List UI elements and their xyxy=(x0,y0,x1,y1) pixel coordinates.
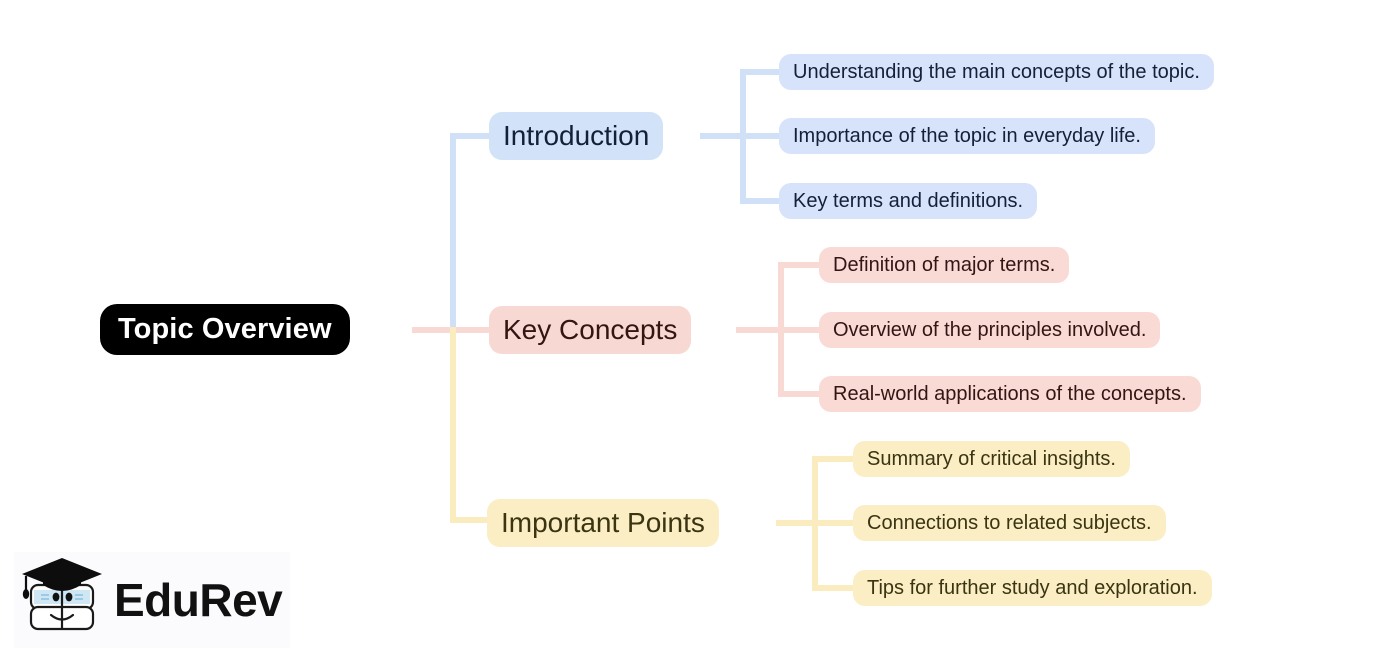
leaf-node-label: Key terms and definitions. xyxy=(793,189,1024,212)
connector-pink-spine xyxy=(778,262,784,391)
edurev-wordmark: EduRev xyxy=(114,574,283,626)
leaf-node-introduction-3[interactable]: Key terms and definitions. xyxy=(779,183,1038,219)
leaf-node-key-concepts-1[interactable]: Definition of major terms. xyxy=(819,247,1070,283)
leaf-node-important-points-1[interactable]: Summary of critical insights. xyxy=(853,441,1130,477)
connector-yellow-leaf-1 xyxy=(812,456,856,462)
branch-node-introduction[interactable]: Introduction xyxy=(489,112,664,160)
leaf-node-label: Overview of the principles involved. xyxy=(833,318,1147,341)
connector-trunk-blue-vertical xyxy=(450,133,456,330)
branch-node-label: Important Points xyxy=(501,507,705,538)
branch-node-important-points[interactable]: Important Points xyxy=(487,499,719,547)
connector-blue-stem xyxy=(700,133,744,139)
leaf-node-key-concepts-3[interactable]: Real-world applications of the concepts. xyxy=(819,376,1201,412)
connector-yellow-leaf-2 xyxy=(812,520,856,526)
leaf-node-important-points-2[interactable]: Connections to related subjects. xyxy=(853,505,1166,541)
connector-pink-stem xyxy=(736,327,782,333)
edurev-book-mascot-icon xyxy=(22,558,102,631)
connector-root-stub xyxy=(412,327,456,333)
branch-node-key-concepts[interactable]: Key Concepts xyxy=(489,306,692,354)
connector-pink-leaf-1 xyxy=(778,262,822,268)
connector-yellow-leaf-3 xyxy=(812,585,856,591)
connector-trunk-yellow-horizontal xyxy=(450,517,494,523)
leaf-node-label: Summary of critical insights. xyxy=(867,447,1116,470)
leaf-node-label: Tips for further study and exploration. xyxy=(867,576,1198,599)
leaf-node-label: Connections to related subjects. xyxy=(867,511,1152,534)
connector-trunk-pink-horizontal xyxy=(450,327,494,333)
leaf-node-key-concepts-2[interactable]: Overview of the principles involved. xyxy=(819,312,1161,348)
connector-yellow-stem xyxy=(776,520,818,526)
connector-blue-leaf-1 xyxy=(740,69,782,75)
leaf-node-label: Importance of the topic in everyday life… xyxy=(793,124,1141,147)
leaf-node-introduction-2[interactable]: Importance of the topic in everyday life… xyxy=(779,118,1155,154)
branch-node-label: Key Concepts xyxy=(503,314,678,345)
connector-pink-leaf-3 xyxy=(778,391,822,397)
connector-pink-leaf-2 xyxy=(778,327,822,333)
root-node-topic-overview[interactable]: Topic Overview xyxy=(100,304,350,355)
edurev-logo: EduRev xyxy=(14,552,290,648)
leaf-node-label: Understanding the main concepts of the t… xyxy=(793,60,1200,83)
branch-node-label: Introduction xyxy=(503,120,650,151)
root-node-label: Topic Overview xyxy=(118,313,332,345)
connector-trunk-yellow-vertical xyxy=(450,327,456,523)
leaf-node-label: Definition of major terms. xyxy=(833,253,1056,276)
leaf-node-important-points-3[interactable]: Tips for further study and exploration. xyxy=(853,570,1212,606)
leaf-node-introduction-1[interactable]: Understanding the main concepts of the t… xyxy=(779,54,1214,90)
connector-blue-leaf-2 xyxy=(740,133,782,139)
connector-blue-leaf-3 xyxy=(740,198,782,204)
leaf-node-label: Real-world applications of the concepts. xyxy=(833,382,1187,405)
connector-trunk-blue-horizontal xyxy=(450,133,492,139)
